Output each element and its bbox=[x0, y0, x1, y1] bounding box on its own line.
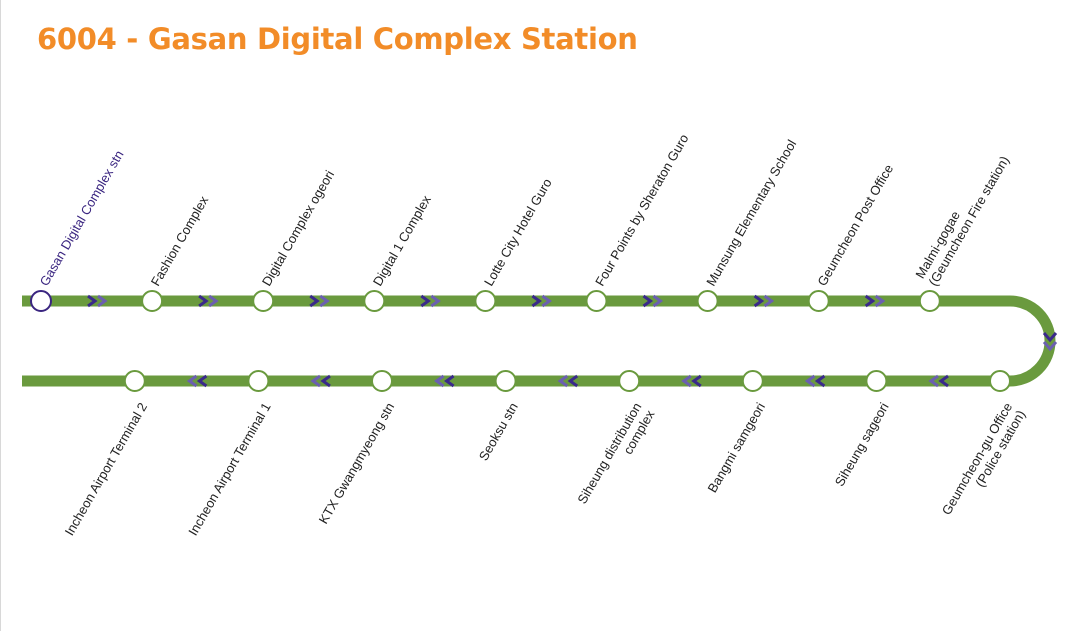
station-label-line: Munsung Elementary School bbox=[703, 137, 799, 289]
current-station-marker[interactable] bbox=[30, 290, 52, 312]
direction-arrow-right-icon bbox=[864, 294, 886, 308]
direction-arrow-left-icon bbox=[557, 374, 579, 388]
station-label-line: Siheung sageori bbox=[832, 400, 892, 489]
station-marker[interactable] bbox=[363, 290, 386, 312]
station-marker[interactable] bbox=[474, 290, 497, 312]
station-marker[interactable] bbox=[123, 370, 146, 392]
station-label-line: Incheon Airport Terminal 1 bbox=[185, 400, 273, 538]
station-label-line: Geumcheon Post Office bbox=[814, 162, 896, 289]
station-label-line: Four Points by Sheraton Guro bbox=[592, 131, 691, 288]
direction-arrow-left-icon bbox=[804, 374, 826, 388]
station-label-line: Gasan Digital Complex stn bbox=[37, 148, 127, 289]
station-label[interactable]: Geumcheon-gu Office(Police station) bbox=[939, 400, 1028, 525]
station-marker[interactable] bbox=[696, 290, 719, 312]
station-label-line: Digital 1 Complex bbox=[370, 192, 434, 288]
route-line bbox=[22, 295, 1056, 387]
station-label[interactable]: Digital 1 Complex bbox=[370, 192, 434, 288]
station-label-line: Geumcheon-gu Office bbox=[939, 400, 1015, 517]
page-title: 6004 - Gasan Digital Complex Station bbox=[37, 22, 638, 56]
station-label[interactable]: Malmi-gogae(Geumcheon Fire station) bbox=[912, 146, 1012, 289]
direction-arrow-left-icon bbox=[681, 374, 702, 388]
station-label[interactable]: KTX Gwangmyeong stn bbox=[316, 400, 398, 526]
station-label[interactable]: Seoksu stn bbox=[476, 400, 521, 463]
direction-arrow-left-icon bbox=[434, 374, 455, 388]
direction-arrow-right-icon bbox=[531, 294, 552, 308]
station-marker[interactable] bbox=[865, 370, 888, 392]
direction-arrow-left-icon bbox=[186, 374, 208, 388]
direction-arrow-left-icon bbox=[928, 374, 949, 388]
station-label-line: KTX Gwangmyeong stn bbox=[316, 400, 398, 526]
station-label[interactable]: Gasan Digital Complex stn bbox=[37, 148, 127, 289]
station-marker[interactable] bbox=[141, 290, 164, 312]
station-marker[interactable] bbox=[247, 370, 270, 392]
station-label-line: Lotte City Hotel Guro bbox=[481, 176, 555, 289]
station-label-line: Fashion Complex bbox=[148, 193, 212, 289]
direction-arrow-right-icon bbox=[420, 294, 441, 308]
station-marker[interactable] bbox=[252, 290, 275, 312]
station-label[interactable]: Incheon Airport Terminal 1 bbox=[185, 400, 273, 538]
station-marker[interactable] bbox=[918, 290, 941, 312]
station-label[interactable]: Fashion Complex bbox=[148, 193, 212, 289]
station-label[interactable]: Siheung distributioncomplex bbox=[574, 400, 657, 514]
station-label-line: Incheon Airport Terminal 2 bbox=[62, 400, 150, 538]
station-marker[interactable] bbox=[989, 370, 1011, 392]
station-label[interactable]: Incheon Airport Terminal 2 bbox=[62, 400, 150, 538]
direction-arrow-right-icon bbox=[753, 294, 775, 308]
station-label[interactable]: Lotte City Hotel Guro bbox=[481, 176, 555, 289]
station-label-line: (Geumcheon Fire station) bbox=[925, 153, 1012, 288]
window-edge bbox=[0, 0, 1, 631]
station-marker[interactable] bbox=[807, 290, 830, 312]
direction-arrow-right-icon bbox=[198, 294, 219, 308]
station-label-line: Digital Complex ogeori bbox=[259, 168, 337, 289]
station-label[interactable]: Bangmi samgeori bbox=[704, 400, 768, 495]
station-marker[interactable] bbox=[494, 370, 517, 392]
station-label[interactable]: Munsung Elementary School bbox=[703, 137, 799, 289]
station-marker[interactable] bbox=[371, 370, 393, 392]
station-label[interactable]: Siheung sageori bbox=[832, 400, 892, 489]
station-label[interactable]: Geumcheon Post Office bbox=[814, 162, 896, 289]
station-label-line: Seoksu stn bbox=[476, 400, 521, 463]
direction-arrow-left-icon bbox=[310, 374, 331, 388]
direction-arrow-right-icon bbox=[309, 294, 330, 308]
direction-arrow-right-icon bbox=[87, 294, 108, 308]
station-label[interactable]: Digital Complex ogeori bbox=[259, 168, 337, 289]
direction-arrow-down-icon bbox=[1042, 332, 1058, 352]
station-label-line: Bangmi samgeori bbox=[704, 400, 768, 495]
station-marker[interactable] bbox=[741, 370, 764, 392]
station-marker[interactable] bbox=[585, 290, 608, 312]
direction-arrow-right-icon bbox=[642, 294, 664, 308]
station-marker[interactable] bbox=[618, 370, 641, 392]
station-label[interactable]: Four Points by Sheraton Guro bbox=[592, 131, 691, 288]
